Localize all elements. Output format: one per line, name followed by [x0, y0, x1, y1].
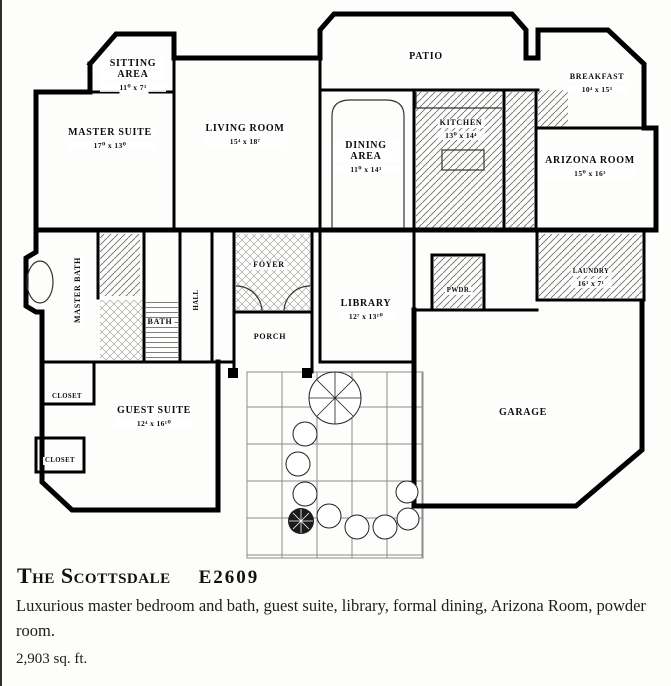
courtyard-trees: [285, 371, 420, 540]
room-label-foyer: FOYER: [251, 260, 287, 270]
master-tub: [26, 260, 54, 304]
room-label-powder-room: PWDR.: [444, 287, 474, 295]
room-label-closet-1: CLOSET: [50, 393, 84, 401]
room-label-sitting-area: SITTING AREA 11⁰ x 7³: [100, 58, 166, 93]
room-label-garage: GARAGE: [496, 407, 550, 419]
room-label-living-room: LIVING ROOM 15⁴ x 18⁷: [203, 123, 287, 146]
foyer-door-arc: [283, 285, 311, 313]
plan-square-footage: 2,903 sq. ft.: [16, 651, 88, 667]
room-label-patio: PATIO: [407, 51, 445, 63]
floorplan-drawing: [23, 11, 659, 559]
porch-column: [228, 368, 238, 378]
room-label-guest-suite: GUEST SUITE 12⁴ x 16¹⁰: [115, 405, 193, 428]
room-label-closet-2: CLOSET: [43, 457, 77, 465]
dining-bay-outline: [331, 99, 405, 228]
foyer-door-arc: [235, 285, 263, 313]
plan-description: Luxurious master bedroom and bath, guest…: [16, 596, 646, 640]
room-label-master-suite: MASTER SUITE 17⁰ x 13⁰: [66, 127, 154, 150]
kitchen-counter: [415, 92, 502, 109]
room-label-dining-area: DINING AREA 11⁰ x 14³: [333, 140, 399, 175]
room-label-library: LIBRARY 12⁷ x 13¹⁰: [338, 298, 394, 321]
fixtures: [26, 92, 502, 313]
plan-title-row: The Scottsdale E2609: [17, 563, 259, 589]
porch-column: [302, 368, 312, 378]
courtyard-bush: [288, 508, 314, 534]
room-label-laundry: LAUNDRY 16¹ x 7¹: [570, 268, 612, 288]
room-label-porch: PORCH: [251, 332, 289, 342]
room-label-breakfast: BREAKFAST 10⁴ x 15³: [567, 72, 627, 94]
room-label-arizona-room: ARIZONA ROOM 15⁰ x 16³: [543, 155, 637, 178]
room-label-master-bath: MASTER BATH: [73, 254, 83, 326]
room-label-bath: BATH: [145, 317, 175, 327]
kitchen-island: [441, 149, 485, 171]
room-label-kitchen: KITCHEN 13⁰ x 14⁴: [437, 118, 485, 140]
plan-title: The Scottsdale: [17, 563, 171, 588]
plan-model-number: E2609: [198, 567, 260, 588]
room-label-hall: HALL: [193, 287, 201, 313]
